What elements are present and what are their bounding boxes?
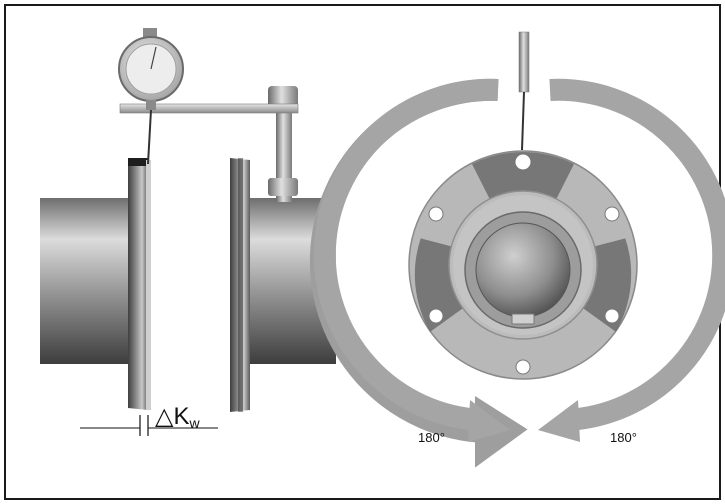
shaft-end [475, 222, 571, 318]
left-hub [40, 198, 138, 364]
support-rod [276, 92, 292, 202]
dial-needle [150, 46, 157, 70]
rod-clamp [268, 178, 298, 196]
delta-k-label: △Kw [155, 403, 200, 431]
right-flange-front-view: 180° 180° [309, 31, 725, 468]
rotation-arrow-right-icon [549, 78, 725, 431]
probe-holder [518, 31, 530, 93]
left-flange [128, 158, 148, 410]
bolt-hole [428, 308, 444, 324]
bolt-hole [604, 308, 620, 324]
rotation-label-left: 180° [418, 430, 445, 445]
bolt-hole [428, 206, 444, 222]
dial-cap [143, 28, 157, 38]
indicator-arm [119, 103, 299, 114]
probe-tip [521, 91, 525, 151]
keyway [511, 313, 535, 325]
rod-head-clamp [268, 86, 298, 108]
probe-stem [147, 109, 152, 165]
bolt-hole [515, 359, 531, 375]
bolt-hole [604, 206, 620, 222]
rotation-label-right: 180° [610, 430, 637, 445]
bolt-hole [514, 153, 532, 171]
left-flange-face [146, 160, 151, 410]
